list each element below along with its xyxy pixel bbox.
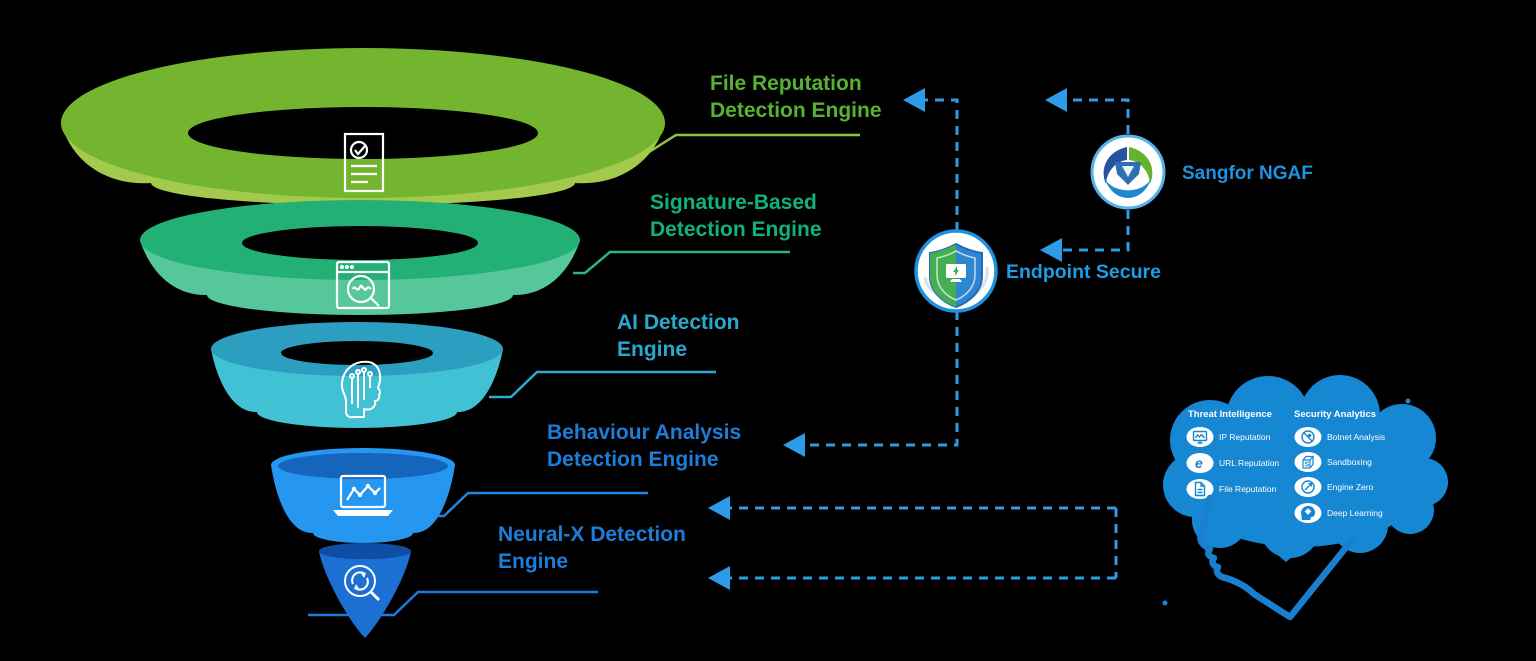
- arrowhead-left-icon: [708, 566, 730, 590]
- endpoint-shield-icon: [914, 229, 998, 313]
- connector-endpoint-to-behaviour: [801, 311, 959, 447]
- item-badge: [1294, 452, 1322, 472]
- item-label: Deep Learning: [1327, 508, 1383, 518]
- item-label: Sandboxing: [1327, 457, 1372, 467]
- label-ai-detection-engine: AI Detection Engine: [617, 311, 740, 361]
- cloud-shape: [1162, 375, 1448, 606]
- dashed-connectors: [726, 98, 1130, 580]
- label-line: Engine: [498, 550, 568, 573]
- endpoint-secure-badge: Endpoint Secure: [914, 229, 1161, 313]
- botnet-icon: [1301, 430, 1315, 444]
- funnel-top-surface: [319, 543, 411, 559]
- cloud-item-sandboxing: S Sandboxing: [1294, 452, 1372, 472]
- funnel-layer-behaviour-analysis: [271, 448, 455, 543]
- item-badge: [1186, 453, 1214, 473]
- sangfor-ngaf-label: Sangfor NGAF: [1182, 163, 1313, 184]
- funnel-opening: [242, 226, 478, 260]
- sangfor-shield-logo-icon: [1090, 134, 1166, 210]
- arrowhead-left-icon: [708, 496, 730, 520]
- cloud-item-botnet-analysis: Botnet Analysis: [1294, 427, 1385, 447]
- svg-text:S: S: [1305, 462, 1310, 469]
- deep-learning-head-icon: [1301, 505, 1316, 520]
- funnel-labels: File Reputation Detection Engine Signatu…: [498, 72, 882, 573]
- sandbox-cube-icon: S: [1302, 455, 1315, 469]
- cloud-bubble-dot: [1162, 600, 1168, 606]
- label-line: Neural-X Detection: [498, 523, 686, 546]
- funnel-opening: [281, 341, 433, 365]
- funnel-layer-file-reputation: [61, 48, 665, 205]
- cloud-column-title-threat-intelligence: Threat Intelligence: [1188, 409, 1272, 420]
- item-label: IP Reputation: [1219, 432, 1271, 442]
- funnel-layer-ai-detection: [211, 322, 503, 428]
- arrowhead-left-icon: [1040, 238, 1062, 262]
- arrowhead-left-icon: [783, 433, 805, 457]
- label-behaviour-analysis-engine: Behaviour Analysis Detection Engine: [547, 421, 741, 471]
- monitor-icon: [1192, 430, 1208, 444]
- endpoint-secure-label: Endpoint Secure: [1006, 261, 1161, 283]
- item-label: File Reputation: [1219, 484, 1276, 494]
- document-icon: [1194, 481, 1206, 497]
- label-line: Engine: [617, 338, 687, 361]
- label-line: File Reputation: [710, 72, 862, 95]
- cloud-item-url-reputation: e URL Reputation: [1186, 453, 1279, 473]
- arrowhead-left-icon: [1045, 88, 1067, 112]
- funnel-layer-signature-based: [140, 200, 580, 315]
- label-line: Detection Engine: [710, 99, 882, 122]
- cloud-item-ip-reputation: IP Reputation: [1186, 427, 1271, 447]
- cloud-column-title-security-analytics: Security Analytics: [1294, 409, 1376, 420]
- label-signature-based-engine: Signature-Based Detection Engine: [650, 191, 822, 241]
- label-line: AI Detection: [617, 311, 740, 334]
- connector-ngaf-up-left: [1063, 98, 1130, 134]
- thinker-head-profile: [1197, 494, 1356, 621]
- arrowhead-left-icon: [903, 88, 925, 112]
- ai-head-circuit-icon: [340, 360, 382, 419]
- cloud-item-engine-zero: Engine Zero: [1294, 477, 1374, 497]
- label-file-reputation-engine: File Reputation Detection Engine: [710, 72, 882, 122]
- sangfor-ngaf-badge: Sangfor NGAF: [1090, 134, 1313, 210]
- cloud-bubble-dot: [1405, 398, 1411, 404]
- item-label: Engine Zero: [1327, 482, 1374, 492]
- browser-e-icon: e: [1195, 455, 1203, 471]
- cloud-item-file-reputation: File Reputation: [1186, 479, 1276, 499]
- document-check-icon: [343, 132, 385, 193]
- laptop-chart-icon: [333, 474, 393, 516]
- label-line: Behaviour Analysis: [547, 421, 741, 444]
- connector-arrowheads: [708, 88, 1067, 590]
- cloud-item-deep-learning: Deep Learning: [1294, 503, 1383, 523]
- connector-ngaf-to-endpoint: [1058, 210, 1130, 252]
- engine-zero-arrow-icon: [1301, 480, 1315, 494]
- item-label: Botnet Analysis: [1327, 432, 1385, 442]
- funnel-layer-neural-x: [319, 543, 411, 638]
- funnel-top-surface: [278, 453, 448, 479]
- label-neural-x-engine: Neural-X Detection Engine: [498, 523, 686, 573]
- funnel-band: [271, 465, 455, 543]
- label-line: Signature-Based: [650, 191, 817, 214]
- label-line: Detection Engine: [650, 218, 822, 241]
- leader-line-ai-detection: [489, 370, 716, 399]
- item-label: URL Reputation: [1219, 458, 1279, 468]
- label-line: Detection Engine: [547, 448, 719, 471]
- browser-scan-icon: [335, 260, 391, 310]
- leader-line-signature-based: [573, 250, 790, 275]
- search-sync-icon: [344, 565, 381, 602]
- connector-endpoint-to-file-reputation: [921, 98, 959, 231]
- threat-intelligence-cloud: Threat Intelligence Security Analytics I…: [1162, 375, 1448, 621]
